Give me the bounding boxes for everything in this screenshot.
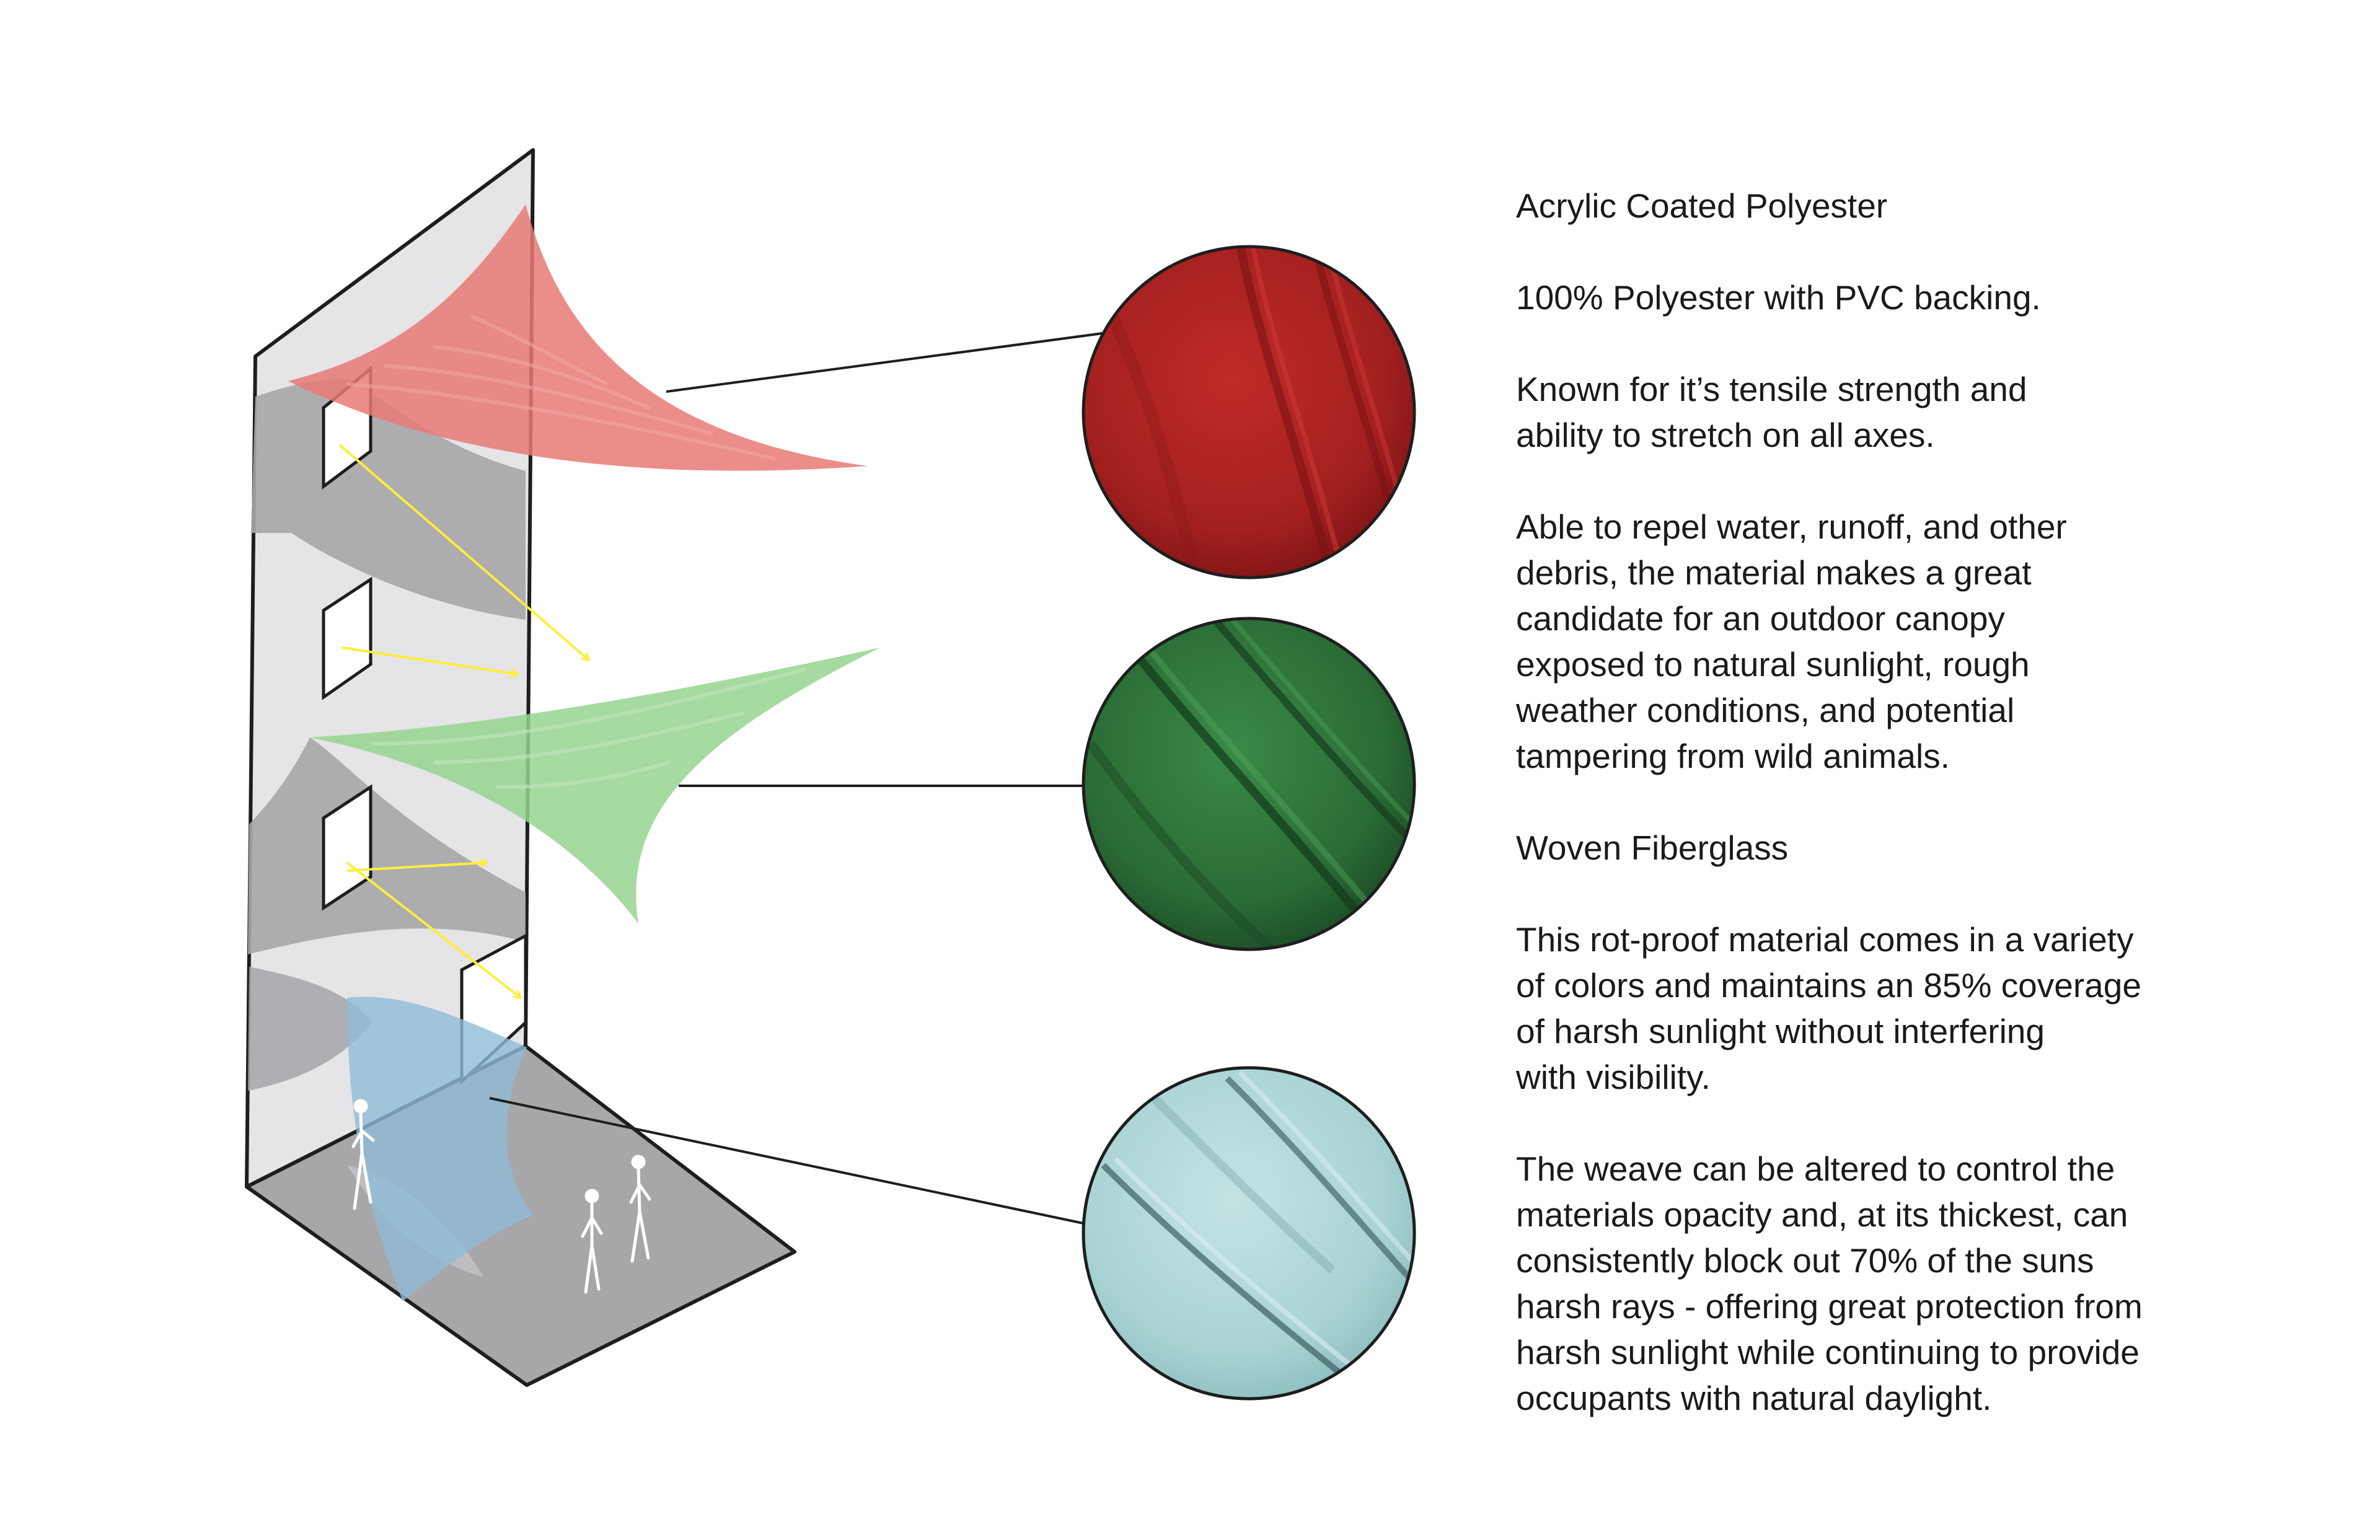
- wall-shadow-lower: [248, 967, 372, 1091]
- person-figure-icon: [351, 1099, 375, 1210]
- acrylic-title: Acrylic Coated Polyester: [1516, 187, 1888, 225]
- people: [351, 1099, 651, 1294]
- acrylic-strength-paragraph: Known for it’s tensile strength and abil…: [1516, 370, 2027, 454]
- window-icon: [322, 576, 372, 700]
- sun-ray-arrows: [338, 444, 589, 998]
- leader-line-blue: [489, 1097, 1116, 1231]
- acrylic-composition: 100% Polyester with PVC backing.: [1516, 278, 2041, 317]
- acrylic-weather-paragraph: Able to repel water, runoff, and other d…: [1516, 508, 2067, 775]
- material-descriptions: Acrylic Coated Polyester 100% Polyester …: [1516, 183, 2359, 1421]
- leader-line-red: [666, 330, 1116, 393]
- swatch-fiberglass-blue: [1082, 1066, 1416, 1401]
- swatch-fiberglass-green: [1082, 617, 1416, 951]
- leader-lines: [489, 330, 1116, 1231]
- sun-ray-arrow-icon: [346, 863, 487, 872]
- fiberglass-coverage-paragraph: This rot-proof material comes in a varie…: [1516, 920, 2141, 1096]
- sun-ray-arrow-icon: [338, 444, 589, 660]
- green-canopy: [310, 648, 880, 923]
- green-canopy-texture: [371, 667, 806, 789]
- fiberglass-title: Woven Fiberglass: [1516, 829, 1789, 867]
- window-icon: [322, 784, 372, 911]
- red-canopy: [288, 205, 868, 471]
- fiberglass-weave-paragraph: The weave can be altered to control the …: [1516, 1150, 2143, 1417]
- person-figure-icon: [581, 1189, 603, 1294]
- sun-ray-arrow-icon: [346, 861, 521, 998]
- sun-ray-arrow-icon: [342, 646, 518, 674]
- red-canopy-texture: [346, 314, 775, 460]
- wall-shadow-middle: [248, 737, 526, 954]
- person-figure-icon: [629, 1155, 651, 1263]
- blue-canopy: [347, 997, 533, 1301]
- wall-shadow-upper: [251, 379, 526, 620]
- swatch-acrylic-polyester: [1082, 245, 1416, 579]
